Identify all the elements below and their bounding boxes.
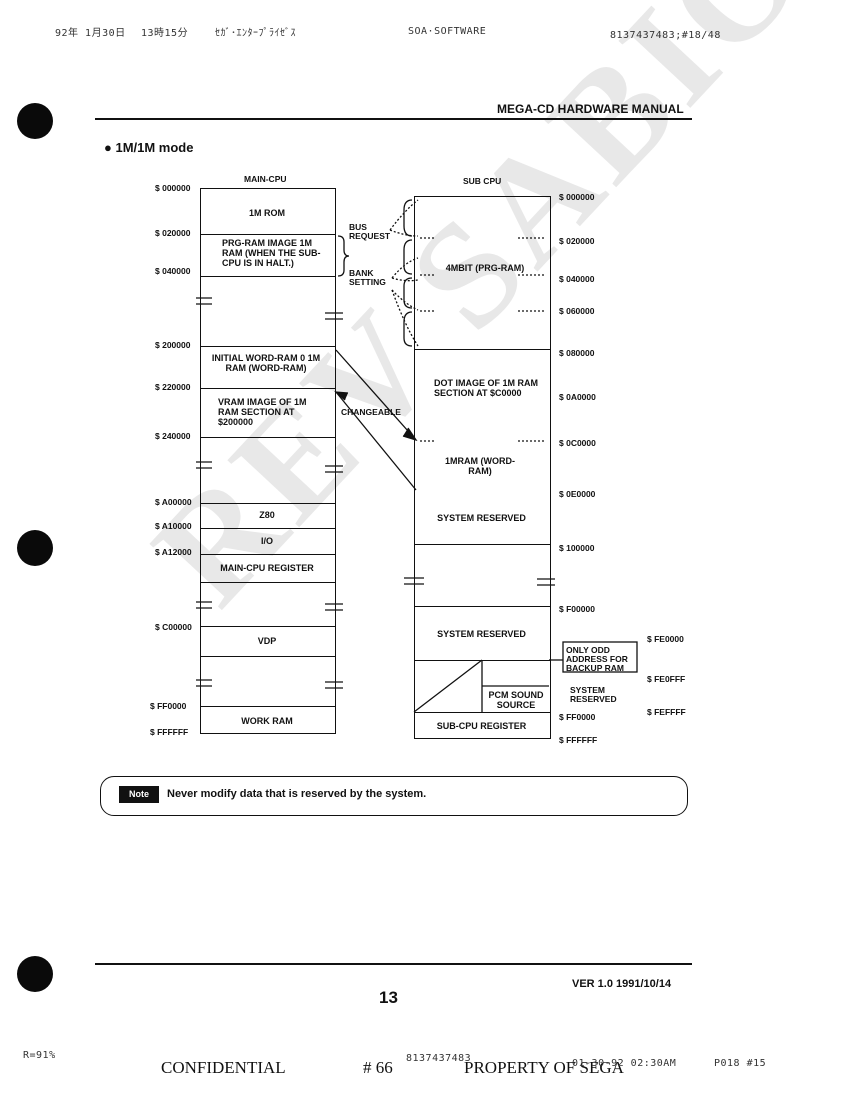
footer-rule [95,963,692,965]
main-addr: $ A00000 [155,497,192,507]
property-stamp: PROPERTY OF SEGA [464,1058,624,1077]
main-addr: $ FFFFFF [150,727,189,737]
sub-addr: $ 060000 [559,306,595,316]
changeable-label: CHANGEABLE [341,407,401,417]
fax-company: SOA·SOFTWARE [408,26,487,37]
sub-addr: $ F00000 [559,604,595,614]
page-number: 13 [379,988,398,1007]
sub-cell-word-ram: 1MRAM (WORD-RAM) [445,456,515,476]
main-cell-io: I/O [260,536,273,546]
sub-cell-dot-image: DOT IMAGE of 1M RAM SECTION AT $C0000 [434,378,538,398]
main-addr: $ 040000 [155,266,191,276]
binder-hole-top [17,103,53,139]
main-cell-vdp: VDP [257,636,277,646]
sub-addr: $ FE0FFF [647,674,686,684]
fax-date: 92年 1月30日 [55,28,126,39]
section-title: ● 1M/1M mode [104,140,194,155]
scale-ratio: R=91% [23,1050,56,1061]
manual-title: MEGA-CD HARDWARE MANUAL [497,102,684,116]
bank-setting-label: BANK SETTING [349,268,386,287]
main-addr: $ 200000 [155,340,191,350]
system-reserved-note: SYSTEM RESERVED [570,685,617,704]
fax-page-info: 8137437483;#18/48 [610,30,721,41]
sub-addr: $ 000000 [559,192,595,202]
sub-addr: $ 020000 [559,236,595,246]
sub-addr: $ FFFFFF [559,735,598,745]
sub-addr: $ 080000 [559,348,595,358]
main-cell-work-ram: WORK RAM [241,716,293,726]
main-addr: $ FF0000 [150,701,187,711]
sub-cpu-heading: SUB CPU [463,176,502,186]
main-cell-rom: 1M ROM [249,208,285,218]
main-addr: $ A12000 [155,547,192,557]
main-addr: $ 020000 [155,228,191,238]
sub-addr: $ 0E0000 [559,489,596,499]
sub-addr: $ 100000 [559,543,595,553]
main-cpu-memory-map [200,188,336,734]
main-cell-initial-word: INITIAL WORD-RAM 0 1M RAM (WORD-RAM) [211,353,321,373]
sub-addr: $ FE0000 [647,634,684,644]
binder-hole-bottom [17,956,53,992]
sub-cpu-memory-map [414,196,551,739]
main-cell-vram-image: VRAM IMAGE of 1M RAM SECTION AT $200000 [218,397,307,427]
main-cell-prg-image: PRG-RAM IMAGE 1M RAM (When the SUB-CPU i… [222,238,321,268]
sub-cell-pcm: PCM SOUND SOURCE [488,690,544,710]
note-text: Never modify data that is reserved by th… [167,788,427,800]
note-tag: Note [119,786,159,803]
main-addr: $ 000000 [155,183,191,193]
main-cpu-heading: MAIN-CPU [244,174,287,184]
sub-cell-system-reserved-1: SYSTEM RESERVED [437,513,526,523]
main-addr: $ A10000 [155,521,192,531]
main-cell-register: MAIN-CPU REGISTER [220,563,314,573]
main-addr: $ 240000 [155,431,191,441]
bus-request-label: BUS REQUEST [349,222,391,241]
sub-cell-system-reserved-2: SYSTEM RESERVED [437,629,526,639]
sub-addr: $ 0C0000 [559,438,596,448]
fax-sender: ｾｶﾞ･ｴﾝﾀｰﾌﾟﾗｲｾﾞｽ [215,28,296,39]
version-label: VER 1.0 1991/10/14 [572,978,672,990]
fax-footer-page: P018 #15 [714,1058,767,1069]
sub-addr: $ FF0000 [559,712,596,722]
sub-addr: $ 0A0000 [559,392,596,402]
fax-footer-number: 8137437483 [406,1053,472,1064]
main-addr: $ C00000 [155,622,192,632]
confidential-stamp: CONFIDENTIAL [161,1058,286,1077]
sub-addr: $ 040000 [559,274,595,284]
fax-footer-time: 01-30-92 02:30AM [572,1058,677,1069]
backup-ram-note: ONLY ODD ADDRESS FOR BACKUP RAM [566,645,628,673]
sub-cell-prg-ram: 4Mbit (PRG-RAM) [445,263,525,273]
fax-time: 13時15分 [141,28,189,39]
header-rule [95,118,692,120]
sub-cell-register: SUB-CPU REGISTER [436,721,527,731]
main-addr: $ 220000 [155,382,191,392]
sub-addr: $ FEFFFF [647,707,686,717]
binder-hole-middle [17,530,53,566]
note-box: Note Never modify data that is reserved … [100,776,688,816]
stamp-number: # 66 [363,1058,393,1077]
main-cell-z80: Z80 [259,510,275,520]
